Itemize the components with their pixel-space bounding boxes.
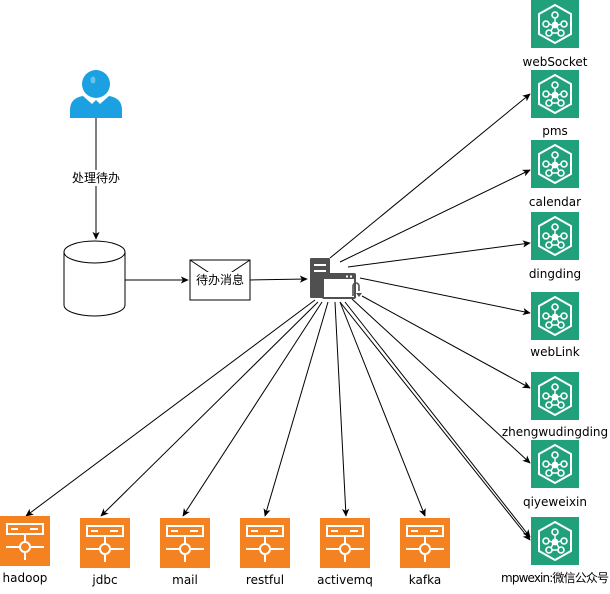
source-node-kafka: kafka — [400, 518, 450, 587]
source-icon — [320, 518, 370, 568]
source-label: mail — [172, 573, 198, 587]
source-label: kafka — [409, 573, 441, 587]
edge-server-to-restful — [263, 301, 329, 517]
channel-node-pms: pms — [531, 70, 579, 138]
channel-label: mpwexin:微信公众号 — [501, 571, 609, 585]
channel-label: zhengwudingding — [502, 425, 608, 439]
channel-icon — [531, 372, 579, 420]
edge-label-handle-todo-text: 处理待办 — [72, 170, 120, 185]
edge-server-to-zhengwudingding — [351, 298, 531, 464]
edge-server-to-websocket — [329, 93, 531, 259]
channel-node-calendar: calendar — [529, 140, 581, 209]
message-envelope: 待办消息 — [189, 259, 251, 301]
source-icon — [80, 518, 130, 568]
edge-server-to-dingding — [359, 277, 531, 316]
edge-message-to-server — [249, 275, 308, 283]
channel-label: webLink — [530, 345, 579, 359]
source-node-mail: mail — [160, 518, 210, 587]
edge-server-to-jdbc — [100, 301, 319, 517]
source-edges — [25, 299, 426, 517]
channel-icon — [531, 70, 579, 118]
channel-icon — [531, 292, 579, 340]
server-icon — [310, 258, 362, 299]
channel-icon — [531, 0, 579, 48]
channel-icon — [531, 212, 579, 260]
source-icon — [160, 518, 210, 568]
channel-node-zhengwudingding: zhengwudingding — [502, 372, 608, 439]
edge-server-to-weblink — [361, 295, 531, 389]
channel-node-qiyeweixin: qiyeweixin — [523, 440, 587, 509]
channel-icon — [531, 517, 579, 565]
source-label: hadoop — [3, 571, 48, 585]
edge-server-to-kafka — [339, 301, 426, 517]
edge-server-to-activemq — [334, 301, 350, 517]
user-icon — [70, 70, 122, 118]
channel-icon — [531, 440, 579, 488]
edge-server-to-qiyeweixin — [344, 301, 531, 538]
channel-node-mpwexin: mpwexin:微信公众号 — [501, 517, 609, 585]
source-label: restful — [246, 573, 284, 587]
channel-edges — [329, 93, 531, 541]
channel-nodes: webSocket pms calendar dingding webLink zheng… — [501, 0, 609, 585]
source-nodes: hadoop jdbc mail restful activemq kafka — [0, 516, 450, 587]
channel-label: webSocket — [523, 55, 588, 69]
channel-node-weblink: webLink — [530, 292, 580, 359]
source-icon — [240, 518, 290, 568]
channel-label: pms — [542, 124, 568, 138]
source-node-hadoop: hadoop — [0, 516, 50, 585]
source-icon — [400, 518, 450, 568]
message-envelope-label: 待办消息 — [196, 272, 244, 287]
edge-server-to-hadoop — [25, 299, 316, 517]
edge-server-to-pms — [339, 169, 531, 263]
source-node-jdbc: jdbc — [80, 518, 130, 587]
source-label: jdbc — [91, 573, 117, 587]
edge-server-to-calendar — [347, 240, 531, 268]
channel-label: dingding — [529, 267, 581, 281]
channel-node-dingding: dingding — [529, 212, 581, 281]
source-icon — [0, 516, 50, 566]
edge-server-to-mail — [182, 301, 323, 517]
edge-server-to-mpwexin — [339, 301, 531, 541]
channel-label: qiyeweixin — [523, 495, 587, 509]
channel-icon — [531, 140, 579, 188]
source-node-restful: restful — [240, 518, 290, 587]
source-label: activemq — [317, 573, 373, 587]
database-cylinder — [63, 240, 126, 317]
channel-node-websocket: webSocket — [523, 0, 588, 69]
edge-label-handle-todo: 处理待办 — [70, 170, 122, 186]
channel-label: calendar — [529, 195, 581, 209]
source-node-activemq: activemq — [317, 518, 373, 587]
